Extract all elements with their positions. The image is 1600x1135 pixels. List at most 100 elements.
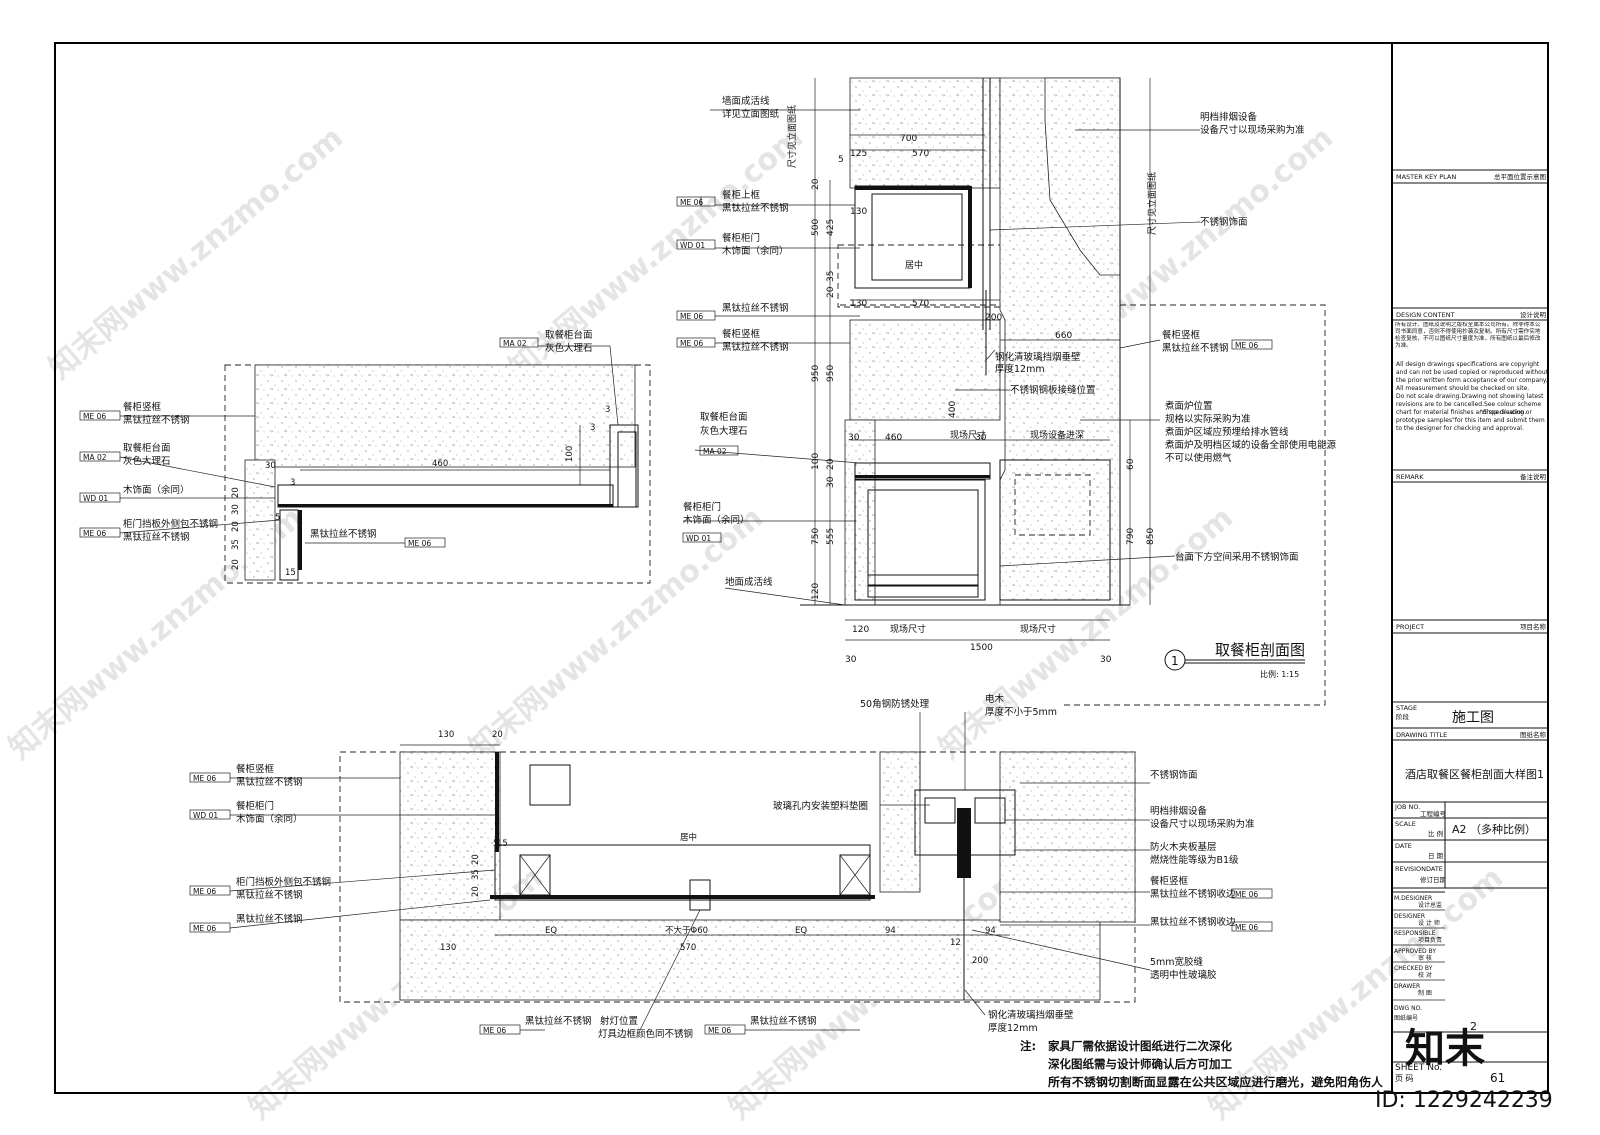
upper-frame	[855, 186, 970, 190]
label-text: 黑钛拉丝不锈钢	[525, 1015, 592, 1027]
dim-text: 30	[265, 461, 276, 471]
role-label: APPROVED BY	[1394, 948, 1436, 955]
label-text: 灰色大理石	[545, 342, 593, 354]
section-number: 1	[1171, 654, 1179, 668]
cooker-box	[999, 459, 1111, 601]
dim-text: 5	[493, 839, 498, 849]
dim-text: 570	[912, 149, 929, 159]
material-tag: WD 01	[680, 241, 705, 250]
design-text-en: "Shop drawing or	[1480, 409, 1532, 416]
note-line: 所有不锈钢切割断面显露在公共区域应进行磨光，避免阳角伤人	[1048, 1075, 1384, 1089]
section-elevation	[800, 77, 1326, 706]
dim-text: 3	[605, 405, 610, 415]
material-tag: WD 01	[193, 811, 218, 820]
label-text: 柜门挡板外侧包不锈钢	[236, 876, 331, 888]
design-text-en: the prior written form acceptance of our…	[1396, 377, 1548, 384]
label-text: 柜门挡板外侧包不锈钢	[123, 518, 218, 530]
plan-labels: ME 06 餐柜竖框 黑钛拉丝不锈钢 WD 01 餐柜柜门 木饰面（余同） ME…	[189, 693, 1273, 1040]
material-tag: ME 06	[83, 529, 106, 538]
role-label: DRAWER	[1394, 983, 1420, 990]
role-label: DESIGNER	[1394, 913, 1425, 920]
label-text: 明档排烟设备	[1150, 805, 1208, 817]
dwg-value: 2	[1470, 1020, 1477, 1033]
dim-text: 100	[565, 446, 575, 462]
label-text: 黑钛拉丝不锈钢	[123, 414, 190, 426]
dim-text: 790	[1126, 528, 1136, 545]
design-text-en: to the designer for checking and approva…	[1396, 425, 1524, 432]
date-cn: 日 期	[1428, 852, 1444, 860]
design-text-en: All measurement should be checked on sit…	[1396, 385, 1529, 392]
material-tag: ME 06	[1235, 341, 1258, 350]
plan-hatch	[399, 919, 1101, 1001]
label-text: 地面成活线	[725, 576, 773, 588]
top-right-labels: 明档排烟设备 设备尺寸以现场采购为准 不锈钢饰面 餐柜竖框 黑钛拉丝不锈钢 ME…	[955, 111, 1337, 567]
label-text: 黑钛拉丝不锈钢	[750, 1015, 817, 1027]
material-tag: ME 06	[483, 1026, 506, 1035]
design-text-en: Do not scale drawing.Drawing not showing…	[1396, 393, 1544, 400]
section-scale: 比例: 1:15	[1260, 669, 1299, 679]
hood-part	[974, 797, 1006, 824]
general-notes: 注: 家具厂需依据设计图纸进行二次深化 深化图纸需与设计师确认后方可加工 所有不…	[1020, 1039, 1384, 1089]
sheet-border	[54, 42, 1549, 1094]
dim-text: 35	[471, 869, 481, 880]
plan-cabinet	[494, 844, 871, 901]
dim-text: 20	[231, 521, 241, 532]
section-title: 取餐柜剖面图	[1215, 641, 1305, 659]
material-tag: ME 06	[680, 198, 703, 207]
dim-text: 现场尺寸	[1020, 623, 1056, 635]
label-text: 煮面炉及明档区域的设备全部使用电能源	[1165, 439, 1337, 451]
label-text: 餐柜竖框	[236, 763, 275, 775]
dim-text: 750	[811, 528, 821, 545]
label-text: 餐柜竖框	[1162, 329, 1201, 341]
drawing-title-cn: 图纸名称	[1520, 730, 1547, 739]
dim-text: 30	[845, 655, 857, 665]
dim-text: 94	[985, 926, 996, 936]
label-text: 5mm宽胶缝	[1150, 956, 1204, 968]
base-hatch	[844, 419, 876, 606]
dim-text: 20	[492, 730, 503, 740]
scale-label: SCALE	[1395, 820, 1416, 828]
dim-text: EQ	[545, 926, 557, 936]
label-text: 木饰面（余同）	[683, 514, 750, 526]
design-text-en: All design drawings specifications are c…	[1396, 361, 1540, 368]
dim-text: 500	[811, 219, 821, 236]
dim-text: 35	[826, 271, 836, 282]
wall-hatch	[849, 77, 1001, 189]
label-text: 厚度不小于5mm	[985, 706, 1057, 718]
lower-cabinet-inner	[867, 489, 979, 586]
dim-text: 3	[590, 423, 595, 433]
label-text: 不锈钢饰面	[1150, 769, 1198, 781]
label-text: 灯具边框颜色同不锈钢	[598, 1028, 693, 1040]
label-text: 餐柜柜门	[683, 501, 721, 513]
dim-text: 555	[826, 528, 836, 545]
master-key-plan-label: MASTER KEY PLAN	[1396, 173, 1456, 181]
sheet-cn: 页 码	[1395, 1074, 1414, 1083]
role-cn: 制 图	[1418, 989, 1432, 997]
dim-text: 30	[975, 433, 987, 443]
design-text-en: revisions are to be cancelled.See colour…	[1396, 401, 1541, 408]
dim-text: 570	[680, 943, 696, 953]
label-text: 餐柜柜门	[722, 232, 760, 244]
dim-text: 130	[850, 207, 867, 217]
section-title-block: 1 取餐柜剖面图 比例: 1:15	[1164, 641, 1305, 679]
label-text: 黑钛拉丝不锈钢	[310, 528, 377, 540]
dim-text: 20	[471, 886, 481, 897]
dim-text: 200	[985, 313, 1002, 323]
design-text-cn: 所有设计、图纸及说明之版权全属本公司所有。除非得本公司书面同意，否则不得使用抄袭…	[1395, 322, 1541, 349]
dim-text: 不大于Φ60	[665, 925, 708, 936]
remark-label: REMARK	[1396, 473, 1424, 481]
dim-text: 现场设备进深	[1030, 429, 1084, 441]
sheet-value: 61	[1490, 1071, 1505, 1085]
top-left-labels: 墙面成活线 详见立面图纸 ME 06 餐柜上框 黑钛拉丝不锈钢 WD 01 餐柜…	[676, 95, 861, 606]
job-no-label: JOB NO.	[1394, 803, 1420, 811]
counter-slab	[277, 484, 614, 508]
material-tag: ME 06	[1235, 923, 1258, 932]
label-text: 灰色大理石	[700, 425, 748, 437]
material-tag: ME 06	[1235, 890, 1258, 899]
label-text: 燃烧性能等级为B1级	[1150, 854, 1239, 866]
role-cn: 项目负责	[1418, 936, 1442, 944]
dim-text: 20	[231, 487, 241, 498]
label-text: 黑钛拉丝不锈钢	[722, 341, 789, 353]
dim-text: 130	[438, 730, 454, 740]
plan-hatch	[999, 751, 1136, 923]
